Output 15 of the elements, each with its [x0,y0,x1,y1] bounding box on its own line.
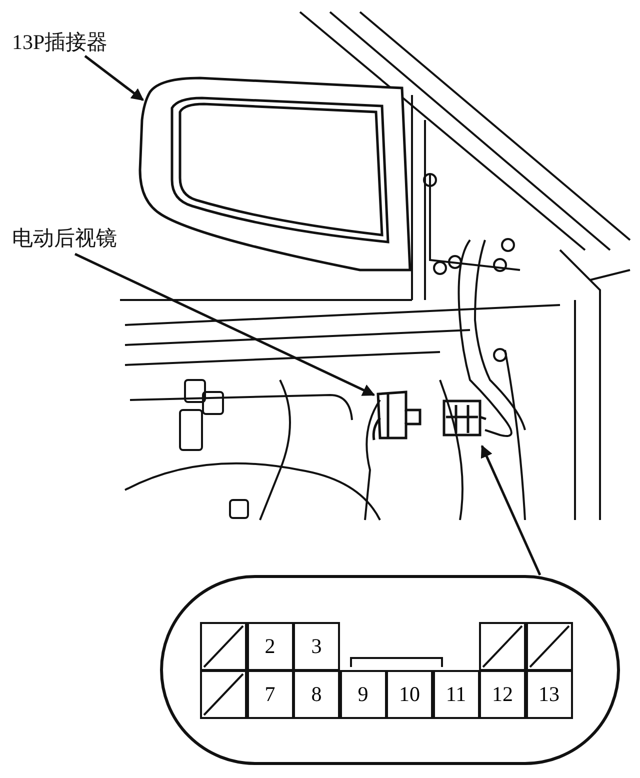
pin-number: 2 [246,622,294,671]
pin-number: 8 [293,670,340,719]
pin-number: 12 [479,670,526,719]
callout-label: 电动后视镜 [12,226,117,250]
pin-number: 3 [293,622,340,671]
callout-label: 13P插接器 [12,30,108,54]
pin-number: 11 [432,670,480,719]
pin-number: 13 [526,670,572,719]
pin-number: 7 [246,670,294,719]
leader-arrow [74,252,376,396]
pin-number: 10 [386,670,433,719]
pin-number: 9 [340,670,386,719]
leader-arrow [480,444,542,576]
leader-arrow [84,55,144,101]
connector-plug-drawing [372,388,424,443]
